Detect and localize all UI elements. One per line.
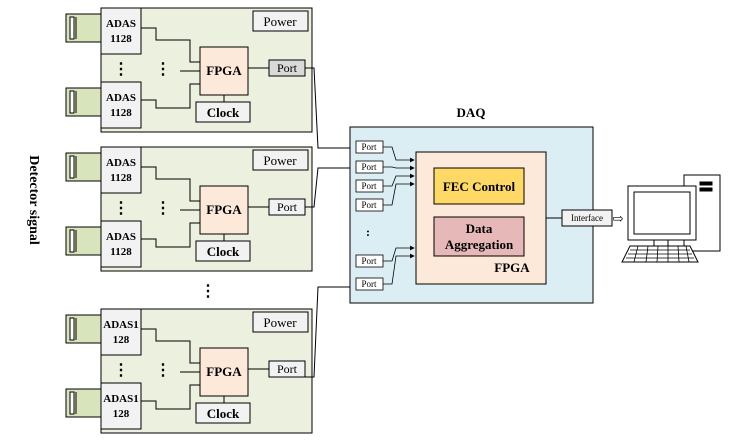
svg-text:1128: 1128 bbox=[110, 246, 132, 258]
clock-box bbox=[195, 402, 251, 424]
detector-connector-bottom bbox=[65, 388, 102, 418]
data-aggregation-line2: Aggregation bbox=[445, 237, 514, 252]
detector-connector-top bbox=[65, 314, 102, 344]
daq-port-4: Port bbox=[355, 181, 415, 212]
board-fpga-label: FPGA bbox=[206, 63, 242, 78]
board-fpga-label: FPGA bbox=[206, 202, 242, 217]
power-box bbox=[252, 149, 309, 171]
asic-ellipsis: ⋮ bbox=[113, 61, 129, 78]
svg-text:ADAS1: ADAS1 bbox=[103, 393, 138, 405]
svg-text:1128: 1128 bbox=[110, 33, 132, 45]
detector-connector-bottom bbox=[65, 87, 102, 117]
board-fpga bbox=[199, 347, 249, 397]
svg-text:Port: Port bbox=[361, 162, 377, 172]
detector-connector-bottom bbox=[65, 226, 102, 256]
power-label: Power bbox=[263, 14, 297, 29]
svg-text:Port: Port bbox=[361, 200, 377, 210]
power-box bbox=[252, 10, 309, 32]
interface-label: Interface bbox=[571, 213, 603, 223]
daq-box: DAQ FPGA FEC Control Data Aggregation Po… bbox=[349, 105, 594, 304]
asic-top: ADAS1 128 bbox=[100, 308, 142, 356]
board-wiring bbox=[141, 166, 269, 248]
fec-control-block bbox=[433, 167, 525, 205]
board-port-label: Port bbox=[277, 200, 298, 214]
asic-ellipsis: ⋮ bbox=[113, 362, 129, 379]
detector-connector-top bbox=[65, 13, 102, 43]
board-port-label: Port bbox=[277, 362, 298, 376]
channel-ellipsis: ⋮ bbox=[155, 200, 171, 217]
clock-label: Clock bbox=[207, 244, 240, 259]
svg-text:ADAS: ADAS bbox=[106, 157, 136, 169]
board-wiring bbox=[141, 328, 269, 410]
computer-icon bbox=[621, 174, 721, 263]
interface-box bbox=[561, 209, 613, 227]
power-label: Power bbox=[263, 153, 297, 168]
svg-text:ADAS1: ADAS1 bbox=[103, 319, 138, 331]
daq-port-6: Port bbox=[355, 253, 415, 291]
board-fpga-label: FPGA bbox=[206, 364, 242, 379]
clock-box bbox=[195, 101, 251, 123]
svg-text:1128: 1128 bbox=[110, 172, 132, 184]
board-gap-ellipsis: ⋮ bbox=[200, 283, 216, 300]
svg-text:ADAS: ADAS bbox=[106, 18, 136, 30]
asic-bottom: ADAS1 128 bbox=[100, 382, 142, 430]
channel-ellipsis: ⋮ bbox=[155, 362, 171, 379]
daq-title: DAQ bbox=[457, 105, 486, 120]
svg-text:128: 128 bbox=[113, 408, 130, 420]
board-port-label: Port bbox=[277, 61, 298, 75]
daq-fpga-label: FPGA bbox=[494, 260, 530, 275]
daq-port-1: Port bbox=[355, 140, 415, 163]
detector-connector-top bbox=[65, 152, 102, 182]
asic-top: ADAS 1128 bbox=[100, 146, 142, 194]
daq-port-ellipsis: : bbox=[366, 225, 370, 239]
clock-box bbox=[195, 240, 251, 262]
asic-bottom: ADAS 1128 bbox=[100, 220, 142, 268]
power-label: Power bbox=[263, 315, 297, 330]
clock-label: Clock bbox=[207, 406, 240, 421]
board-links bbox=[305, 67, 350, 378]
asic-top: ADAS 1128 bbox=[100, 7, 142, 55]
channel-ellipsis: ⋮ bbox=[155, 61, 171, 78]
data-aggregation-line1: Data bbox=[466, 221, 493, 236]
power-box bbox=[252, 311, 309, 333]
svg-text:128: 128 bbox=[113, 334, 130, 346]
daq-port-3: Port bbox=[355, 173, 415, 193]
svg-text:ADAS: ADAS bbox=[106, 92, 136, 104]
svg-text:1128: 1128 bbox=[110, 107, 132, 119]
svg-text:ADAS: ADAS bbox=[106, 231, 136, 243]
board-fpga bbox=[199, 46, 249, 96]
daq-port-2: Port bbox=[355, 160, 415, 174]
data-aggregation-block bbox=[433, 216, 525, 257]
svg-text:Port: Port bbox=[361, 279, 377, 289]
asic-ellipsis: ⋮ bbox=[113, 200, 129, 217]
svg-text:Port: Port bbox=[361, 181, 377, 191]
asic-bottom: ADAS 1128 bbox=[100, 81, 142, 129]
detector-signal-label: Detector signal bbox=[26, 155, 41, 245]
interface-arrow-icon: ⇨ bbox=[613, 211, 624, 226]
clock-label: Clock bbox=[207, 105, 240, 120]
svg-text:Port: Port bbox=[361, 142, 377, 152]
board-wiring bbox=[141, 27, 269, 109]
board-fpga bbox=[199, 185, 249, 235]
daq-port-5: Port bbox=[355, 245, 415, 268]
svg-text:Port: Port bbox=[361, 256, 377, 266]
fec-control-label: FEC Control bbox=[443, 179, 516, 194]
